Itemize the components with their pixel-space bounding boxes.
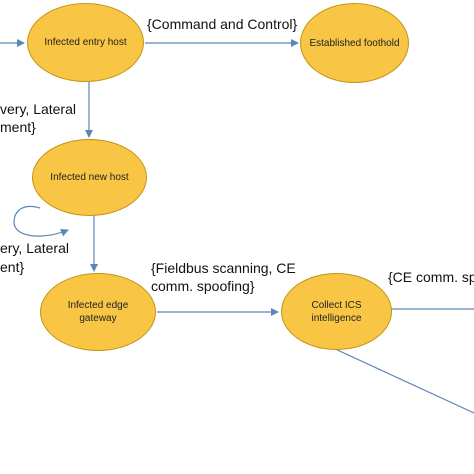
node-infected-edge-gateway: Infected edge gateway — [40, 273, 156, 351]
node-infected-new-host-label: Infected new host — [50, 172, 129, 183]
node-infected-entry-host: Infected entry host — [27, 3, 144, 82]
label-ce-comm-partial: {CE comm. sp — [388, 269, 474, 285]
edge-ics-intel-to-bottom-right — [332, 347, 474, 414]
node-infected-entry-host-label: Infected entry host — [44, 37, 127, 48]
node-infected-new-host: Infected new host — [32, 139, 147, 216]
label-fieldbus-line1: {Fieldbus scanning, CE — [151, 260, 296, 276]
label-fieldbus-line2: comm. spoofing} — [151, 278, 255, 294]
label-discovery-lateral-2-line2: ent} — [0, 259, 25, 275]
node-collect-ics-intelligence-label: Collect ICS intelligence — [311, 299, 362, 324]
node-established-foothold: Established foothold — [300, 3, 409, 83]
node-infected-edge-gateway-label: Infected edge gateway — [67, 300, 129, 324]
label-discovery-lateral-2-line1: ery, Lateral — [0, 240, 69, 256]
node-established-foothold-label: Established foothold — [309, 37, 400, 49]
label-discovery-lateral-1-line2: ment} — [0, 119, 36, 135]
label-command-and-control: {Command and Control} — [147, 16, 298, 32]
label-discovery-lateral-1-line1: very, Lateral — [0, 101, 76, 117]
node-collect-ics-intelligence: Collect ICS intelligence — [281, 273, 392, 350]
edge-new-host-self-loop — [13, 205, 69, 237]
